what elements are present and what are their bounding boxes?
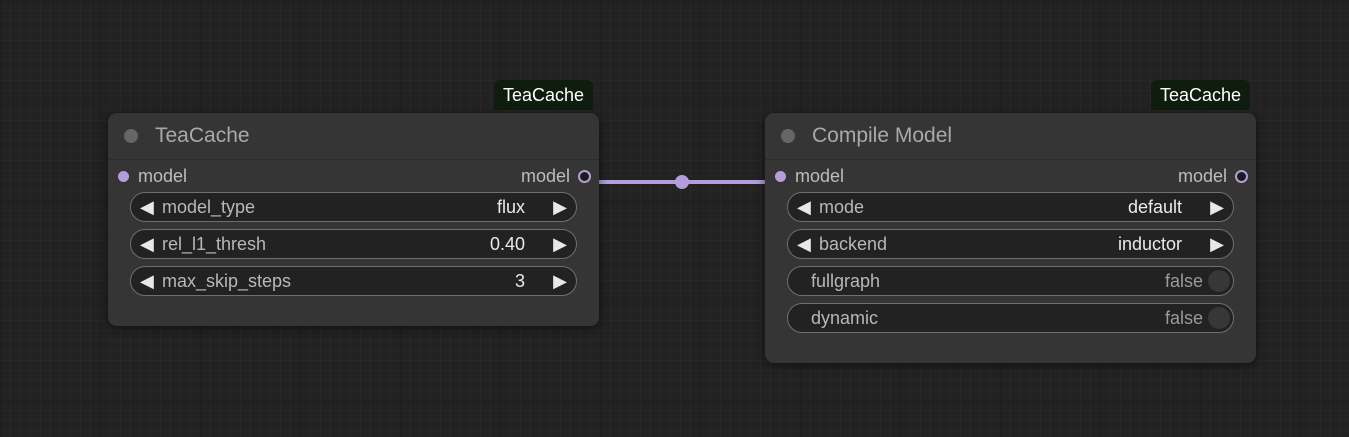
node-header[interactable]: TeaCache: [108, 113, 599, 160]
mode-widget[interactable]: ◀ mode default ▶: [787, 192, 1234, 222]
triangle-right-icon[interactable]: ▶: [1210, 196, 1224, 217]
toggle-value: false: [1164, 307, 1203, 328]
output-dot-icon[interactable]: [1235, 170, 1248, 183]
widget-value[interactable]: 3: [514, 270, 525, 291]
widget-value[interactable]: 0.40: [489, 233, 525, 254]
io-row: model model: [765, 160, 1256, 190]
widget-label: rel_l1_thresh: [162, 233, 267, 254]
widget-value[interactable]: inductor: [1117, 233, 1182, 254]
triangle-left-icon[interactable]: ◀: [140, 196, 154, 217]
toggle-knob-icon[interactable]: [1208, 307, 1230, 329]
widget-value[interactable]: flux: [496, 196, 525, 217]
widget-label: backend: [819, 233, 888, 254]
input-dot-icon[interactable]: [775, 171, 786, 182]
triangle-right-icon[interactable]: ▶: [1210, 233, 1224, 254]
node-status-dot[interactable]: [124, 129, 138, 143]
compile-model-node[interactable]: Compile Model model model ◀ mode default…: [765, 113, 1256, 363]
model-input-slot[interactable]: model: [118, 166, 187, 187]
max-skip-steps-widget[interactable]: ◀ max_skip_steps 3 ▶: [130, 266, 577, 296]
toggle-value: false: [1164, 270, 1203, 291]
triangle-right-icon[interactable]: ▶: [553, 233, 567, 254]
node-status-dot[interactable]: [781, 129, 795, 143]
node-badge: TeaCache: [1151, 80, 1251, 110]
triangle-right-icon[interactable]: ▶: [553, 196, 567, 217]
input-dot-icon[interactable]: [118, 171, 129, 182]
triangle-left-icon[interactable]: ◀: [140, 270, 154, 291]
output-label: model: [1177, 166, 1227, 186]
toggle-knob-icon[interactable]: [1208, 270, 1230, 292]
rel-l1-thresh-widget[interactable]: ◀ rel_l1_thresh 0.40 ▶: [130, 229, 577, 259]
toggle-label: dynamic: [811, 307, 879, 328]
teacache-node[interactable]: TeaCache model model ◀ model_type flux ▶…: [108, 113, 599, 326]
triangle-left-icon[interactable]: ◀: [797, 233, 811, 254]
backend-widget[interactable]: ◀ backend inductor ▶: [787, 229, 1234, 259]
model-type-widget[interactable]: ◀ model_type flux ▶: [130, 192, 577, 222]
node-header[interactable]: Compile Model: [765, 113, 1256, 160]
model-output-slot[interactable]: model: [1178, 166, 1248, 187]
node-title: Compile Model: [812, 124, 953, 147]
input-label: model: [795, 166, 845, 186]
triangle-left-icon[interactable]: ◀: [140, 233, 154, 254]
input-label: model: [138, 166, 188, 186]
io-row: model model: [108, 160, 599, 190]
node-badge: TeaCache: [494, 80, 594, 110]
toggle-label: fullgraph: [811, 270, 881, 291]
widget-label: mode: [819, 196, 865, 217]
model-output-slot[interactable]: model: [521, 166, 591, 187]
widget-label: model_type: [162, 196, 256, 217]
model-input-slot[interactable]: model: [775, 166, 844, 187]
dynamic-toggle[interactable]: dynamic false: [787, 303, 1234, 333]
triangle-right-icon[interactable]: ▶: [553, 270, 567, 291]
widget-value[interactable]: default: [1127, 196, 1182, 217]
triangle-left-icon[interactable]: ◀: [797, 196, 811, 217]
widget-label: max_skip_steps: [162, 270, 292, 291]
link-midpoint[interactable]: [675, 175, 689, 189]
fullgraph-toggle[interactable]: fullgraph false: [787, 266, 1234, 296]
output-label: model: [520, 166, 570, 186]
node-title: TeaCache: [155, 124, 250, 147]
output-dot-icon[interactable]: [578, 170, 591, 183]
